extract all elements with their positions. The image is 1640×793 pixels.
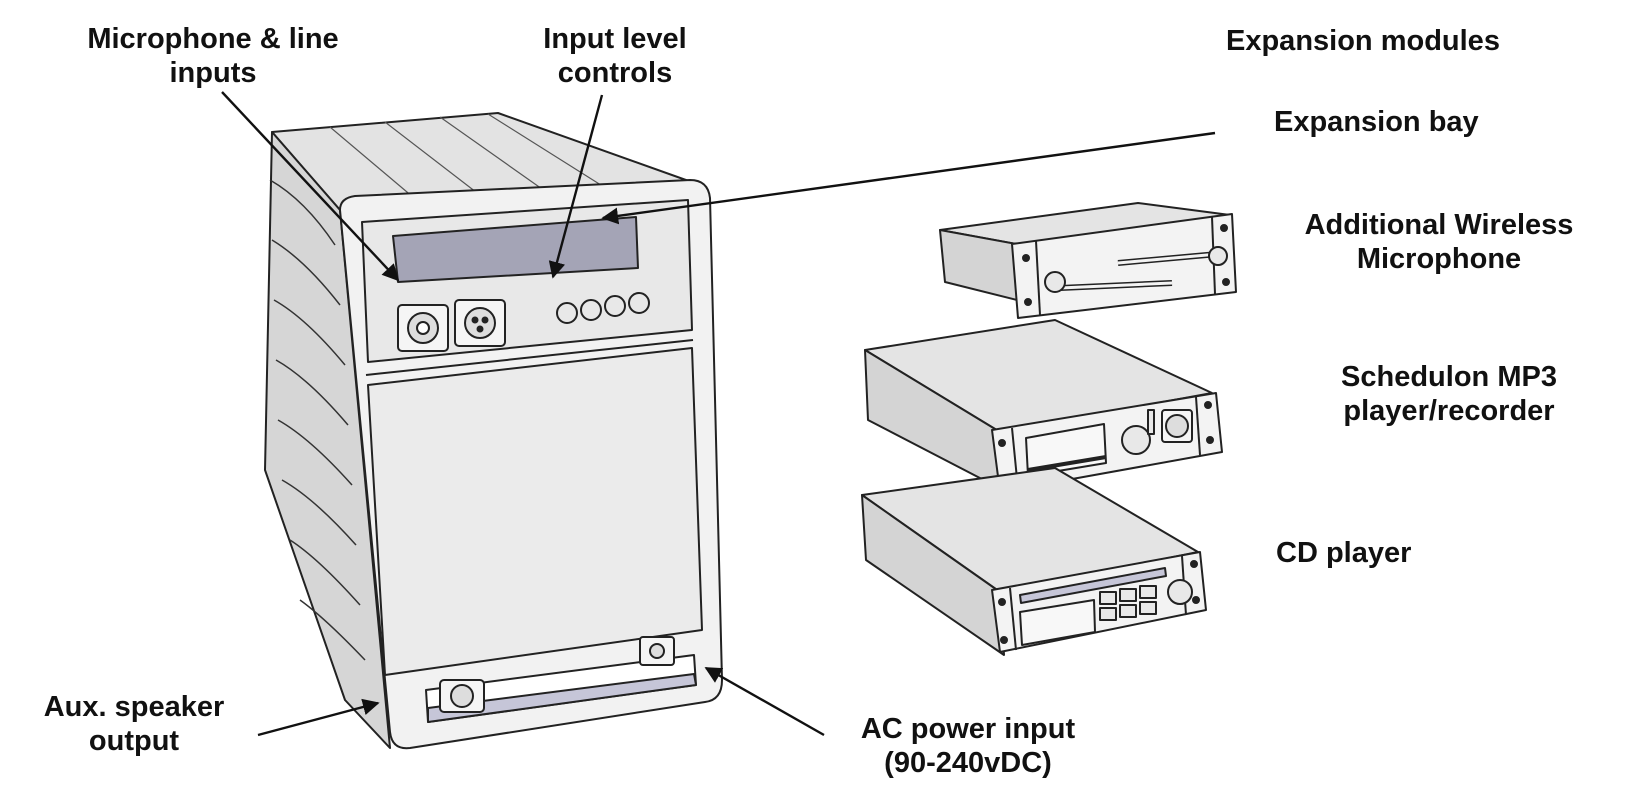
leader-lines [221, 91, 1216, 737]
mic-inputs-pointer [221, 91, 400, 282]
label-expansion-bay: Expansion bay [1274, 106, 1479, 138]
cd-module [861, 467, 1207, 656]
xlr-jack-icon [397, 304, 449, 352]
label-mic-line-inputs: Microphone & line inputs [87, 23, 339, 89]
label-input-level-controls: Input level controls [543, 23, 687, 89]
label-expansion-modules: Expansion modules [1226, 25, 1500, 57]
label-additional-wireless-mic: Additional Wireless Microphone [1304, 209, 1574, 275]
wireless-mic-module [939, 202, 1237, 319]
aux-output-pointer [257, 698, 380, 737]
level-controls-pointer [548, 94, 604, 279]
screw-icon [639, 636, 675, 666]
left-face-fins [269, 179, 366, 661]
label-aux-speaker-output: Aux. speaker output [43, 691, 225, 757]
bottom-bay-strip [427, 673, 697, 723]
label-schedulon-mp3: Schedulon MP3 player/recorder [1341, 361, 1557, 427]
blank-front-panel [367, 347, 703, 676]
label-cd-player: CD player [1276, 537, 1412, 569]
expansion-bay-pointer [601, 131, 1216, 225]
main-unit-left-face [264, 131, 391, 749]
top-face-grooves [329, 113, 613, 204]
mp3-module [864, 319, 1223, 493]
ac-power-pointer [704, 666, 825, 737]
xlr-jack-icon [454, 299, 506, 347]
aux-speaker-jack-icon [439, 679, 485, 713]
label-ac-power-input: AC power input (90-240vDC) [860, 713, 1076, 779]
rotary-knob-icon [556, 292, 650, 324]
